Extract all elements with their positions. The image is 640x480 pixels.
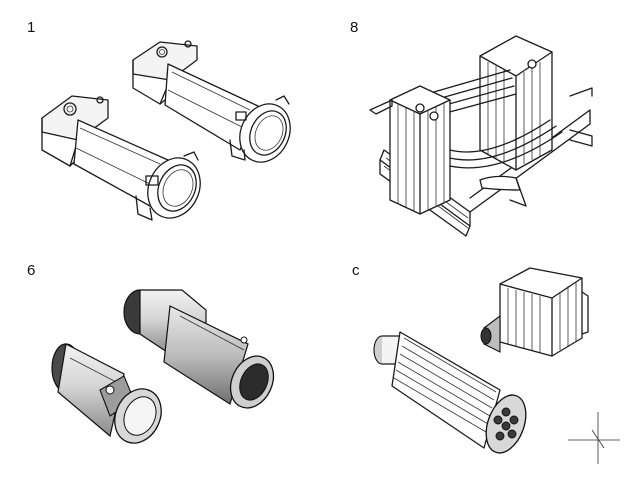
- shaded-cylinder-pair-drawing: [51, 289, 275, 444]
- diagram-panel-c: c: [320, 240, 640, 480]
- diagram-panel-8: 8: [320, 0, 640, 240]
- panel-label-c: c: [352, 262, 360, 279]
- finned-box-unit: [480, 267, 589, 357]
- finned-cylinder-unit: [373, 331, 527, 454]
- rear-cylinder: [123, 289, 275, 409]
- nozzle: [479, 175, 521, 191]
- panel-label-8: 8: [350, 19, 359, 36]
- twin-cylinder-housing-drawing: [41, 40, 291, 221]
- panel-label-1: 1: [27, 19, 36, 36]
- panel-label-6: 6: [27, 262, 36, 279]
- crosshair-mark: [568, 412, 620, 464]
- lower-cylinder-unit: [41, 95, 201, 221]
- front-cylinder: [51, 343, 162, 444]
- diagram-panel-1: 1: [0, 0, 320, 240]
- finned-frame-assembly-drawing: [369, 35, 593, 237]
- diagram-panel-6: 6: [0, 240, 320, 480]
- upper-cylinder-unit: [132, 40, 291, 163]
- finned-cylinder-and-nozzle-drawing: [373, 267, 620, 464]
